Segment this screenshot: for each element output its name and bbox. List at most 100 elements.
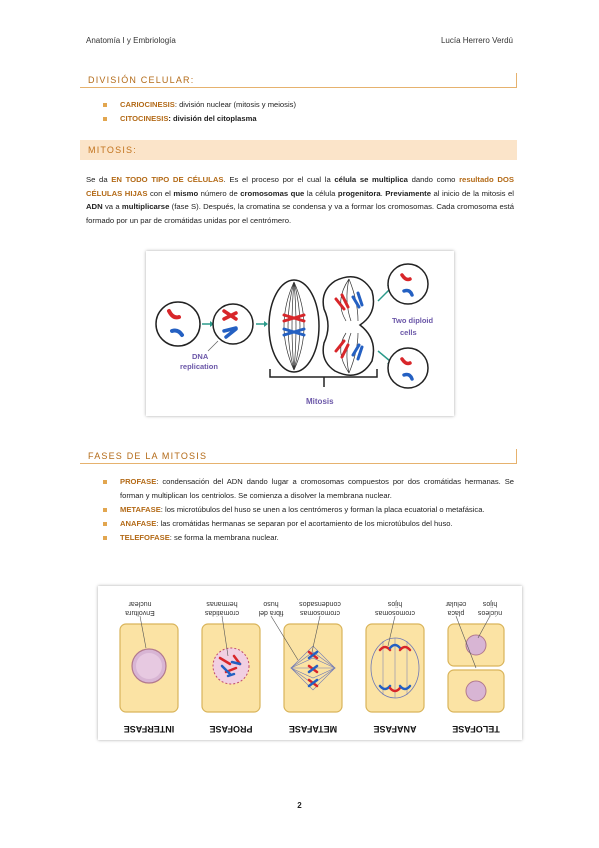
- list-item: ANAFASE: las cromátidas hermanas se sepa…: [100, 517, 514, 531]
- bold-run: cromosomas que: [240, 188, 305, 198]
- definition: : división nuclear (mitosis y meiosis): [174, 100, 296, 109]
- definition: : las cromátidas hermanas se separan por…: [156, 519, 453, 528]
- mitosis-bracket: [269, 369, 378, 387]
- section-title-fases: FASES DE LA MITOSIS: [80, 449, 517, 464]
- chromosomes: [378, 643, 412, 693]
- mitosis-diagram: DNA replication: [146, 251, 454, 416]
- phase-label: METAFASE: [289, 724, 337, 734]
- chromosome-blue: [282, 327, 306, 337]
- label-cromatidas: hermanas: [206, 600, 238, 607]
- cell-anaphase: [322, 276, 375, 376]
- label-nucleos-2: núcleos: [477, 609, 502, 616]
- text-run: Se da: [86, 175, 112, 184]
- label-dna: DNA: [192, 352, 209, 361]
- label-huso-2: fibra del: [258, 609, 283, 616]
- bold-run: célula se multiplica: [334, 175, 408, 184]
- list-item: CITOCINESIS: división del citoplasma: [100, 112, 296, 126]
- text-run: dando como: [407, 175, 460, 184]
- chromosome-red: [400, 273, 412, 282]
- chromosome-red: [334, 293, 350, 311]
- header-left: Anatomía I y Embriología: [86, 36, 176, 45]
- label-cromatidas-2: cromatidas: [204, 609, 239, 616]
- chromosome-blue: [402, 372, 414, 381]
- phase-label: PROFASE: [209, 724, 252, 734]
- list-item: METAFASE: los microtúbulos del huso se u…: [100, 503, 514, 517]
- label-two-diploid: Two diploid: [392, 316, 434, 325]
- bold-run: mismo: [173, 188, 199, 198]
- callout-labels: nuclear Envoltura hermanas cromatidas hu…: [125, 600, 502, 616]
- nucleus-dissolving: [212, 647, 250, 685]
- phases-diagram-svg: nuclear Envoltura hermanas cromatidas hu…: [119, 600, 505, 734]
- label-placa: celular: [445, 600, 466, 607]
- label-mitosis: Mitosis: [306, 397, 334, 406]
- daughter-nucleus: [465, 634, 487, 656]
- bold-run: ADN: [86, 202, 103, 211]
- text-run: número de: [198, 188, 241, 198]
- highlight-run: EN TODO TIPO DE CÉLULAS: [111, 175, 224, 184]
- phase-label: INTERFASE: [124, 724, 175, 734]
- text-run: (fase S). Después, la cromatina se conde…: [86, 202, 514, 225]
- spindle-fibers: [382, 638, 408, 698]
- spindle-fibers: [283, 281, 305, 371]
- term: CARIOCINESIS: [120, 100, 175, 109]
- label-condensados: condensados: [299, 600, 341, 607]
- phase-label: TELOFASE: [452, 724, 500, 734]
- chromatin: [136, 653, 162, 679]
- text-run: la célula: [304, 188, 338, 198]
- arrow-head-icon: [264, 321, 268, 327]
- label-hijos: hijos: [387, 600, 402, 607]
- highlight-run: resultado DOS CÉLULAS HIJAS: [86, 175, 514, 198]
- label-replication: replication: [180, 362, 218, 371]
- definition: : condensación del ADN dando lugar a cro…: [120, 477, 514, 500]
- definition: : división del citoplasma: [168, 114, 257, 123]
- cell-parent: [155, 301, 201, 347]
- chromosome-red: [400, 357, 412, 366]
- term: TELEFOFASE: [120, 533, 170, 542]
- chromosome-red: [282, 313, 306, 323]
- text-run: al inicio de la mitosis el: [431, 188, 514, 198]
- phases-list: PROFASE: condensación del ADN dando luga…: [100, 475, 514, 545]
- callout-lines: [139, 615, 491, 669]
- section-title-division-celular: DIVISIÓN CELULAR:: [80, 73, 517, 88]
- label-nucleos: hijos: [482, 600, 497, 607]
- bold-run: Previamente: [385, 188, 432, 198]
- definition: : se forma la membrana nuclear.: [169, 533, 279, 542]
- bold-run: multiplicarse: [121, 202, 170, 211]
- arrow-icon: [377, 350, 391, 362]
- chromosome-red: [222, 309, 238, 321]
- phase-labels: INTERFASE PROFASE METAFASE ANAFASE TELOF…: [124, 724, 500, 734]
- label-huso: huso: [263, 600, 278, 607]
- cell-replicated: [212, 303, 254, 345]
- list-item: CARIOCINESIS: división nuclear (mitosis …: [100, 98, 296, 112]
- arrow-icon: [377, 288, 391, 302]
- section-title-mitosis: MITOSIS:: [80, 140, 517, 160]
- chromosomes: [307, 650, 319, 688]
- daughter-nucleus: [465, 680, 487, 702]
- chromosome-blue: [170, 328, 184, 337]
- phase-label: ANAFASE: [373, 724, 416, 734]
- chromosomes: [218, 654, 242, 678]
- term: PROFASE: [120, 477, 157, 486]
- label-envoltura-2: Envoltura: [125, 609, 155, 616]
- label-condensados-2: cromosomas: [299, 609, 340, 616]
- mitosis-paragraph: Se da EN TODO TIPO DE CÉLULAS. Es el pro…: [86, 173, 514, 227]
- term: METAFASE: [120, 505, 161, 514]
- list-item: PROFASE: condensación del ADN dando luga…: [100, 475, 514, 503]
- arrow-head-icon: [210, 321, 214, 327]
- phases-diagram: nuclear Envoltura hermanas cromatidas hu…: [98, 586, 522, 740]
- chromosome-blue: [222, 326, 238, 339]
- bold-run: progenitora: [337, 188, 381, 198]
- division-list: CARIOCINESIS: división nuclear (mitosis …: [100, 98, 296, 126]
- text-run: con el: [147, 188, 174, 198]
- term: ANAFASE: [120, 519, 157, 528]
- term: CITOCINESIS: [120, 114, 169, 123]
- label-cells: cells: [400, 328, 417, 337]
- label-hijos-2: cromosomas: [374, 609, 415, 616]
- text-run: va a: [102, 202, 122, 211]
- label-placa-2: placa: [448, 609, 465, 616]
- daughter-cell: [387, 347, 429, 389]
- definition: : los microtúbulos del huso se unen a lo…: [160, 505, 485, 514]
- chromosome-blue: [402, 288, 414, 297]
- chromosome-blue: [351, 343, 364, 361]
- header-right: Lucía Herrero Verdú: [440, 36, 513, 45]
